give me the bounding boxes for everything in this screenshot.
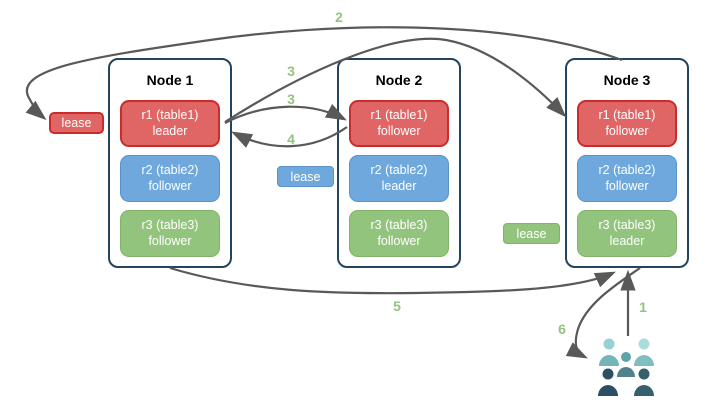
replica-role: follower <box>605 178 649 193</box>
node-2-title: Node 2 <box>375 72 423 88</box>
replica-name: r2 (table2) <box>141 162 199 177</box>
replica-node1-r3: r3 (table3) follower <box>120 210 220 257</box>
replica-name: r1 (table1) <box>141 107 199 122</box>
replica-name: r1 (table1) <box>370 107 428 122</box>
replica-name: r2 (table2) <box>370 162 428 177</box>
replica-role: leader <box>609 233 645 248</box>
step-6-label: 6 <box>558 321 566 337</box>
node-1-box: Node 1 r1 (table1) leader r2 (table2) fo… <box>108 58 232 268</box>
step-4-label: 4 <box>287 131 295 147</box>
person-icon <box>634 368 654 396</box>
replica-role: follower <box>148 178 192 193</box>
lease-badge-r3: lease <box>503 223 560 244</box>
replica-node2-r1: r1 (table1) follower <box>349 100 449 147</box>
replica-node1-r2: r2 (table2) follower <box>120 155 220 202</box>
arrow-step5 <box>169 266 617 295</box>
replica-node3-r3: r3 (table3) leader <box>577 210 677 257</box>
step-3a-label: 3 <box>287 63 295 79</box>
step-2-label: 2 <box>335 9 343 25</box>
node-3-title: Node 3 <box>603 72 651 88</box>
replica-role: leader <box>152 123 188 138</box>
lease-badge-r1: lease <box>49 112 104 134</box>
step-1-label: 1 <box>639 299 647 315</box>
node-3-box: Node 3 r1 (table1) follower r2 (table2) … <box>565 58 689 268</box>
replica-role: follower <box>377 233 421 248</box>
node-2-box: Node 2 r1 (table1) follower r2 (table2) … <box>337 58 461 268</box>
replica-node1-r1: r1 (table1) leader <box>120 100 220 147</box>
lease-badge-r2: lease <box>277 166 334 187</box>
person-icon <box>599 338 619 366</box>
node-1-title: Node 1 <box>146 72 194 88</box>
step-5-label: 5 <box>393 298 401 314</box>
person-icon <box>634 338 654 366</box>
replica-node2-r3: r3 (table3) follower <box>349 210 449 257</box>
replica-node2-r2: r2 (table2) leader <box>349 155 449 202</box>
replica-node3-r2: r2 (table2) follower <box>577 155 677 202</box>
replica-name: r3 (table3) <box>598 217 656 232</box>
replica-name: r3 (table3) <box>141 217 199 232</box>
person-icon <box>598 368 618 396</box>
step-3b-label: 3 <box>287 91 295 107</box>
replica-name: r3 (table3) <box>370 217 428 232</box>
person-icon <box>617 352 635 377</box>
arrow-step3-to-node2 <box>224 103 347 124</box>
replica-name: r1 (table1) <box>598 107 656 122</box>
replica-role: follower <box>377 123 421 138</box>
replica-role: follower <box>605 123 649 138</box>
arrow-step6 <box>565 267 641 359</box>
replica-role: leader <box>381 178 417 193</box>
users-icon <box>598 338 654 396</box>
replica-node3-r1: r1 (table1) follower <box>577 100 677 147</box>
replica-role: follower <box>148 233 192 248</box>
replica-name: r2 (table2) <box>598 162 656 177</box>
